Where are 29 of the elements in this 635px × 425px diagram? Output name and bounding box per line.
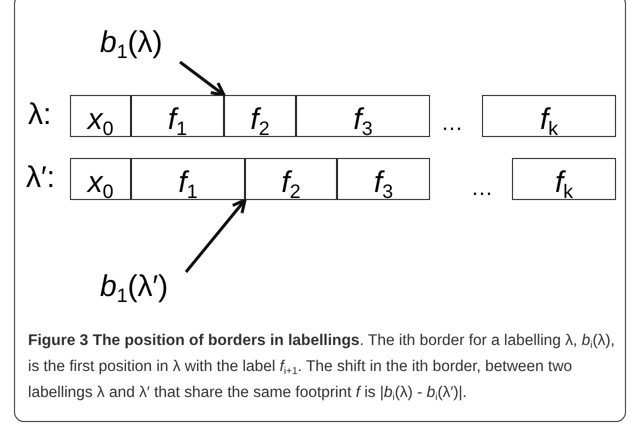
label-cell [70,95,131,137]
cell-label: f$_{3}$ [374,168,394,202]
label-cell [224,95,296,137]
label-cell [296,95,430,137]
row-label: λ: [28,100,52,130]
cell-label: f$_{2}$ [250,104,270,139]
cell-label: f$_{1}$ [168,104,188,139]
arrow [179,60,226,96]
cell-label: f$_{2}$ [281,168,301,202]
label-cell [70,158,131,200]
label-cell [337,158,430,200]
figure-caption: Figure 3 The position of borders in labellings. The ith border for a labelling λ, b$_{i}$(λ), is the first position in λ with the label f$_{i+1}$. The shift in the ith border, between two labellings λ and λ′ that share the same footprint f is |b$_{i}$(λ) - b$_{i}$(λ′)|. [28,331,616,406]
cell-label: x$_{0}$ [88,168,114,202]
label-cell [131,95,224,137]
border-label: b$_{1}$(λ) [100,28,163,62]
cell-label: x$_{0}$ [88,104,114,139]
border-label: b$_{1}$(λ′) [100,272,168,306]
ellipsis: … [441,112,463,134]
label-cell [131,158,245,200]
row-label: λ′: [26,163,55,193]
cell-label: f$_{3}$ [353,104,373,139]
cell-label: f$_{k}$ [540,104,558,139]
cell-label: f$_{k}$ [554,168,574,202]
label-cell [512,158,616,200]
arrow [184,198,246,273]
label-cell [245,158,337,200]
ellipsis: … [471,177,493,199]
label-cell [482,95,616,137]
cell-label: f$_{1}$ [178,168,198,202]
